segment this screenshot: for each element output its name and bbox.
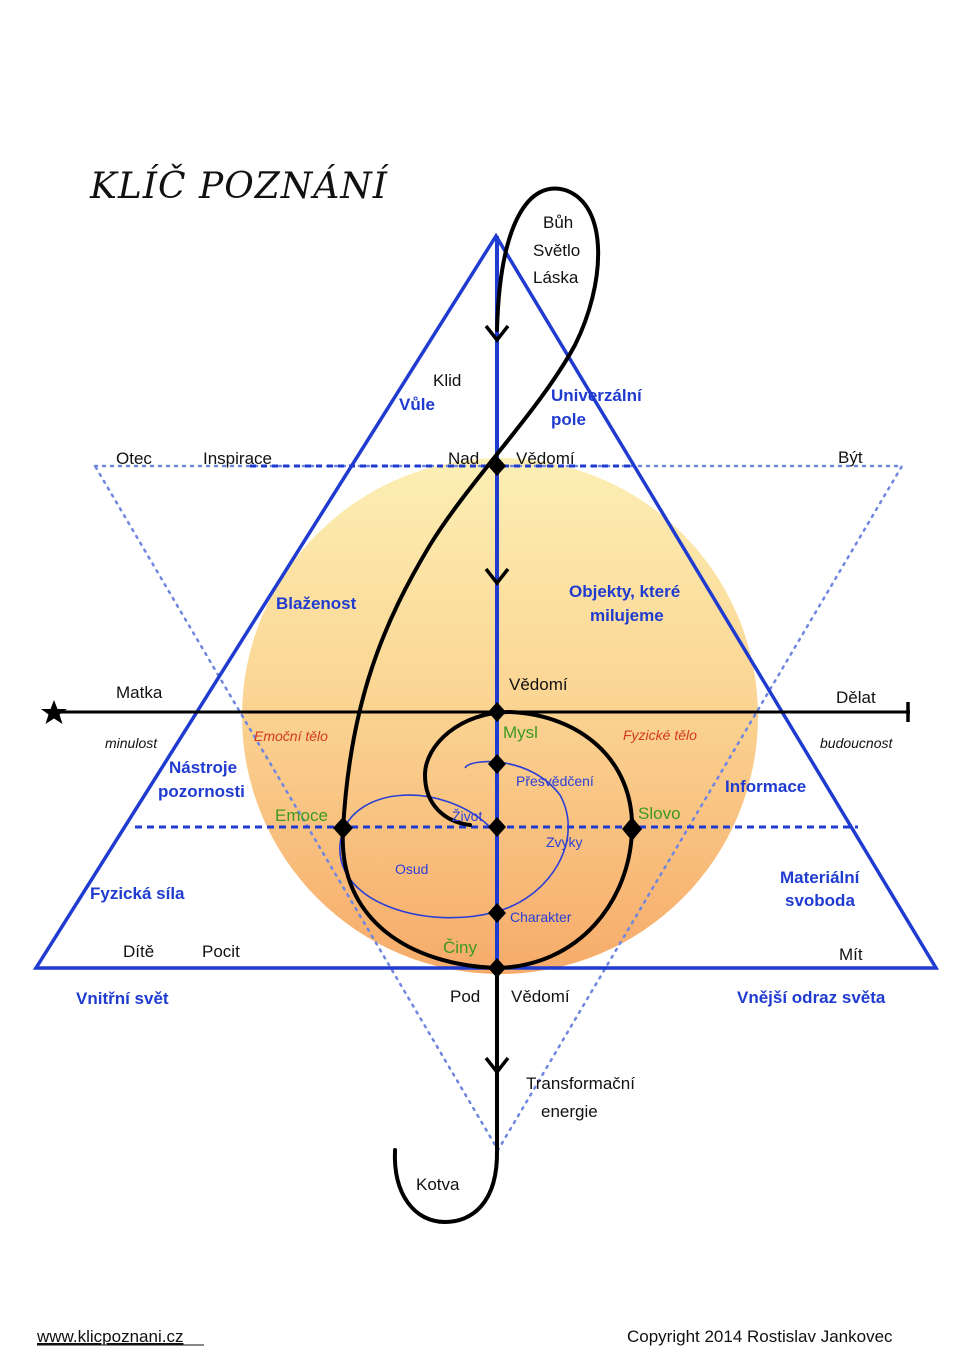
label-vule: Vůle — [399, 395, 435, 414]
label-materialni-1: Materiální — [780, 868, 861, 887]
label-vedomi-top: Vědomí — [516, 449, 575, 468]
label-pole: pole — [551, 410, 586, 429]
diagram-title: KLÍČ POZNÁNÍ — [89, 165, 390, 207]
label-kotva: Kotva — [416, 1175, 460, 1194]
label-slovo: Slovo — [638, 804, 681, 823]
kotva-hook — [392, 1148, 500, 1225]
label-byt: Být — [838, 448, 863, 467]
label-matka: Matka — [116, 683, 163, 702]
label-vedomi-mid: Vědomí — [509, 675, 568, 694]
label-vnitrni-svet: Vnitřní svět — [76, 989, 169, 1008]
label-objekty-1: Objekty, které — [569, 582, 680, 601]
footer-copyright: Copyright 2014 Rostislav Jankovec — [627, 1327, 893, 1346]
inner-blue-spiral — [339, 760, 569, 919]
label-emocni-telo: Emoční tělo — [254, 728, 328, 744]
label-minulost: minulost — [105, 735, 158, 751]
label-charakter: Charakter — [510, 909, 572, 925]
diamond-node-vedomi — [488, 702, 506, 722]
star-icon — [41, 700, 67, 724]
label-informace: Informace — [725, 777, 806, 796]
label-fyzicka-sila: Fyzická síla — [90, 884, 185, 903]
label-mysl: Mysl — [503, 723, 538, 742]
label-vedomi-bottom: Vědomí — [511, 987, 570, 1006]
label-osud: Osud — [395, 861, 428, 877]
diamond-node-nad — [488, 456, 506, 476]
label-klid: Klid — [433, 371, 461, 390]
diamond-node-slovo — [622, 817, 642, 841]
footer-website-link[interactable]: www.klicpoznani.cz — [36, 1327, 183, 1346]
diamond-node-charakter — [488, 903, 506, 923]
diamond-node-zivot — [488, 817, 506, 837]
label-laska: Láska — [533, 268, 579, 287]
label-zvyky: Zvyky — [546, 834, 583, 850]
label-otec: Otec — [116, 449, 152, 468]
label-vnejsi: Vnější odraz světa — [737, 988, 886, 1007]
label-presvedceni: Přesvědčení — [516, 773, 594, 789]
label-pod: Pod — [450, 987, 480, 1006]
treble-clef-curve — [340, 186, 635, 971]
label-univerzalni: Univerzální — [551, 386, 643, 405]
label-buh: Bůh — [543, 213, 573, 232]
label-ciny: Činy — [443, 938, 478, 957]
label-nastroje-1: Nástroje — [169, 758, 237, 777]
label-objekty-2: milujeme — [590, 606, 664, 625]
label-mit: Mít — [839, 945, 863, 964]
label-blazenost: Blaženost — [276, 594, 357, 613]
label-nastroje-2: pozornosti — [158, 782, 245, 801]
label-delat: Dělat — [836, 688, 876, 707]
label-materialni-2: svoboda — [785, 891, 855, 910]
label-fyzicke-telo: Fyzické tělo — [623, 727, 697, 743]
arrow-down-icon — [484, 567, 510, 586]
label-inspirace: Inspirace — [203, 449, 272, 468]
diamond-node-presvedceni — [488, 754, 506, 774]
arrow-down-icon — [484, 324, 510, 343]
arrow-down-icon — [484, 1056, 510, 1075]
label-budoucnost: budoucnost — [820, 735, 894, 751]
diamond-node-ciny — [488, 958, 506, 978]
label-nad: Nad — [448, 449, 479, 468]
label-emoce: Emoce — [275, 806, 328, 825]
label-dite: Dítě — [123, 942, 154, 961]
diamond-node-emoce — [333, 817, 353, 839]
label-zivot: Život — [452, 808, 482, 824]
label-energie: energie — [541, 1102, 598, 1121]
label-svetlo: Světlo — [533, 241, 580, 260]
label-transformacni: Transformační — [526, 1074, 635, 1093]
label-pocit: Pocit — [202, 942, 240, 961]
